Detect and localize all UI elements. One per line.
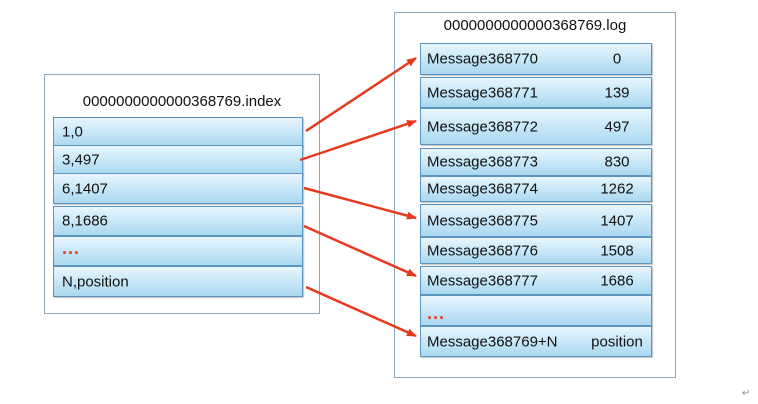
ellipsis: ... (62, 238, 81, 258)
message-position: 1262 (600, 180, 634, 198)
index-ellipsis-row: ... (53, 236, 303, 266)
message-id: Message368771 (427, 84, 538, 101)
message-position: 1407 (600, 212, 634, 229)
index-entry-text: 6,1407 (62, 180, 108, 197)
return-mark: ↵ (742, 388, 751, 399)
message-id: Message368770 (427, 50, 538, 68)
index-entry-text: 3,497 (62, 151, 100, 169)
message-id: Message368775 (427, 212, 538, 229)
message-id: Message368776 (427, 242, 538, 259)
log-message-row: Message368771 139 (420, 77, 652, 108)
ellipsis: ... (427, 302, 446, 323)
message-position: 0 (612, 50, 622, 68)
index-entry-text: N,position (62, 273, 129, 290)
log-message-row: Message368770 0 (420, 43, 652, 75)
index-entry: 1,0 (53, 117, 303, 147)
log-message-row: Message368773 830 (420, 148, 652, 176)
log-file-panel: 0000000000000368769.log Message368770 0 … (394, 12, 676, 378)
log-ellipsis-row: ... (420, 295, 652, 326)
index-entry-text: 8,1686 (62, 212, 108, 230)
message-id: Message368772 (427, 118, 538, 135)
index-file-title: 0000000000000368769.index (82, 93, 282, 110)
log-file-title: 0000000000000368769.log (443, 17, 627, 34)
message-position: 497 (604, 118, 630, 135)
message-id: Message368773 (427, 153, 538, 171)
index-entry: 3,497 (53, 145, 303, 175)
index-entry-text: 1,0 (62, 123, 83, 141)
log-message-row: Message368769+N position (420, 326, 652, 357)
index-entry: 8,1686 (53, 206, 303, 236)
message-id: Message368769+N (427, 333, 558, 350)
index-entry: 6,1407 (53, 173, 303, 204)
log-message-row: Message368775 1407 (420, 204, 652, 237)
log-message-row: Message368776 1508 (420, 237, 652, 264)
message-position: 830 (604, 153, 630, 171)
index-file-panel: 0000000000000368769.index 1,0 3,497 6,14… (44, 74, 320, 314)
message-position: 139 (604, 84, 630, 101)
index-entry: N,position (53, 266, 303, 297)
message-id: Message368777 (427, 272, 538, 289)
log-message-row: Message368772 497 (420, 108, 652, 145)
message-position: 1686 (600, 272, 634, 289)
message-position: position (591, 333, 643, 350)
message-position: 1508 (600, 242, 634, 259)
log-message-row: Message368774 1262 (420, 176, 652, 202)
message-id: Message368774 (427, 180, 538, 198)
log-message-row: Message368777 1686 (420, 266, 652, 295)
